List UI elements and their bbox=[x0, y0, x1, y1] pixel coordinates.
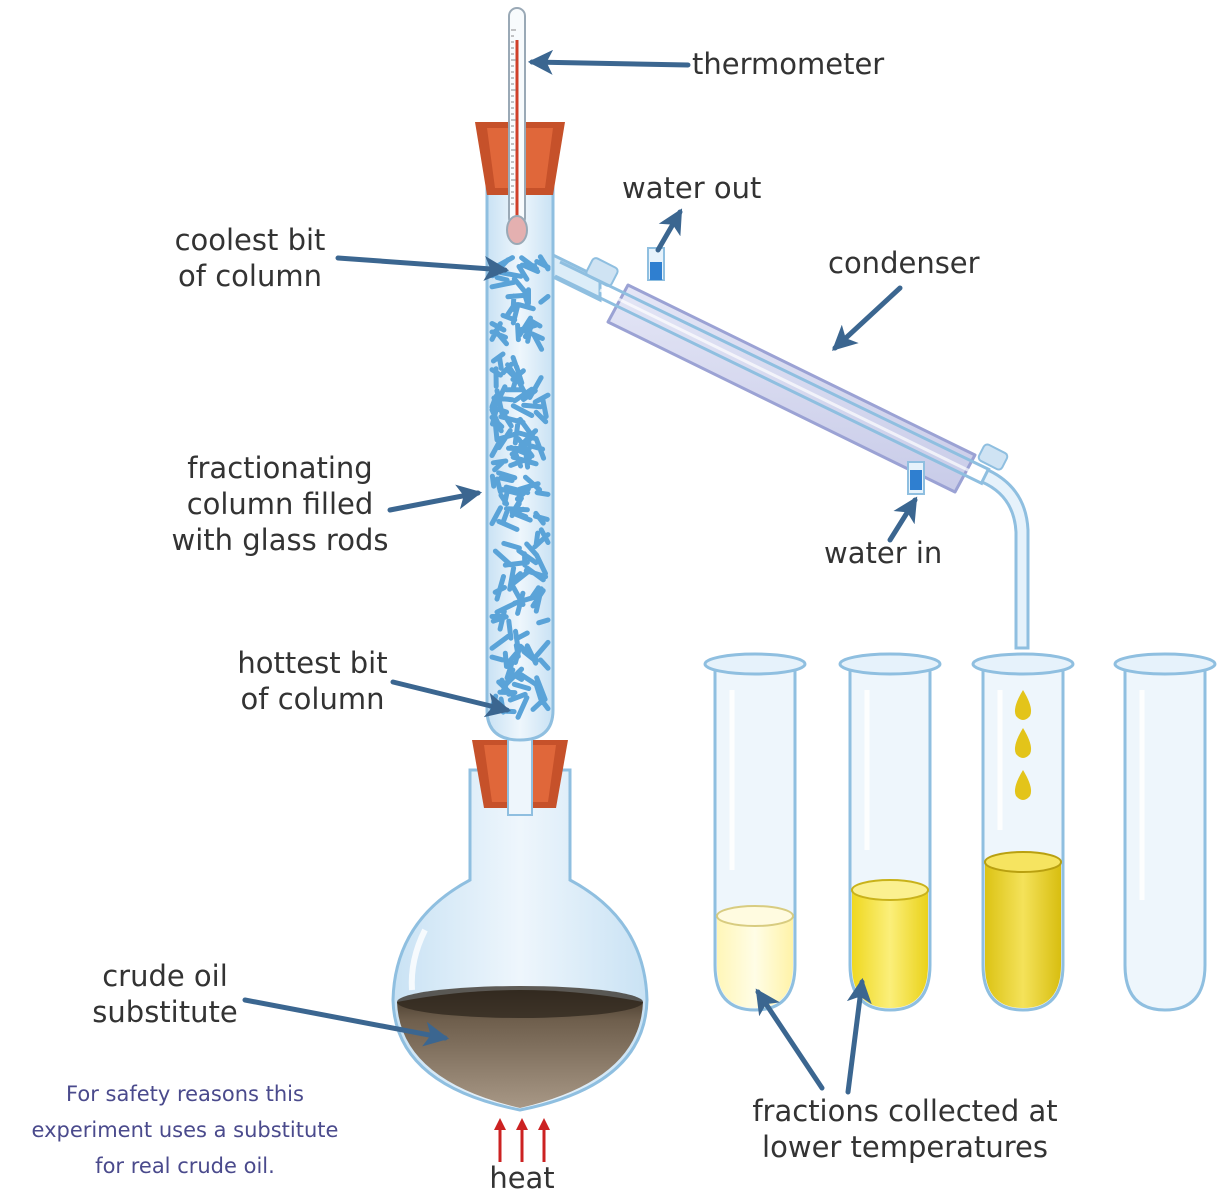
distillate-drops bbox=[1014, 690, 1032, 800]
thermometer-arrow bbox=[527, 49, 691, 75]
fractionating-label-line-2: column filled bbox=[186, 487, 374, 521]
fractionating-label: fractionating column filled with glass r… bbox=[160, 450, 400, 558]
crude-oil-label-line-2: substitute bbox=[92, 995, 238, 1029]
water-in-label: water in bbox=[824, 536, 943, 570]
test-tube-4 bbox=[1113, 652, 1217, 1012]
safety-note-line-3: for real crude oil. bbox=[95, 1154, 275, 1178]
heat-arrows bbox=[494, 1118, 550, 1162]
fractions-label-line-1: fractions collected at bbox=[752, 1094, 1058, 1128]
hottest-label-line-1: hottest bit bbox=[237, 646, 388, 680]
flask-stopper bbox=[472, 734, 568, 816]
coolest-label-line-2: of column bbox=[178, 259, 322, 293]
hottest-arrow bbox=[390, 679, 512, 718]
water-out-label: water out bbox=[622, 171, 762, 205]
test-tube-3 bbox=[971, 652, 1075, 1012]
coolest-arrow bbox=[335, 255, 510, 281]
fractionating-label-line-1: fractionating bbox=[187, 451, 373, 485]
crude-oil-arrow bbox=[242, 997, 450, 1047]
crude-oil-label-line-1: crude oil bbox=[102, 959, 228, 993]
water-in-arrow bbox=[887, 496, 918, 543]
hottest-label: hottest bit of column bbox=[225, 645, 400, 717]
pointer-arrows bbox=[242, 49, 918, 1095]
fractionating-label-line-3: with glass rods bbox=[171, 523, 389, 557]
safety-note-line-2: experiment uses a substitute bbox=[31, 1118, 339, 1142]
condenser-arrow bbox=[831, 285, 903, 351]
fractionating-column bbox=[485, 168, 555, 742]
hottest-label-line-2: of column bbox=[240, 682, 385, 716]
thermometer bbox=[506, 7, 528, 245]
fraction-2-arrow bbox=[845, 977, 872, 1095]
safety-note: For safety reasons this experiment uses … bbox=[20, 1076, 350, 1184]
condenser-label: condenser bbox=[828, 246, 980, 280]
coolest-label: coolest bit of column bbox=[160, 222, 340, 294]
fractions-label-line-2: lower temperatures bbox=[762, 1130, 1048, 1164]
test-tube-1 bbox=[703, 652, 807, 1012]
crude-oil-label: crude oil substitute bbox=[85, 958, 245, 1030]
safety-note-line-1: For safety reasons this bbox=[66, 1082, 304, 1106]
round-bottom-flask bbox=[391, 768, 649, 1112]
fractions-label: fractions collected at lower temperature… bbox=[745, 1093, 1065, 1165]
test-tube-2 bbox=[838, 652, 942, 1012]
water-out-arrow bbox=[655, 208, 683, 253]
crude-oil-liquid bbox=[397, 990, 643, 1108]
heat-label: heat bbox=[489, 1161, 555, 1195]
fraction-1-arrow bbox=[755, 988, 825, 1091]
coolest-label-line-1: coolest bit bbox=[174, 223, 326, 257]
thermometer-label: thermometer bbox=[692, 47, 885, 81]
fractionating-arrow bbox=[387, 484, 483, 513]
condenser bbox=[554, 247, 1030, 650]
glass-rods bbox=[489, 254, 551, 720]
